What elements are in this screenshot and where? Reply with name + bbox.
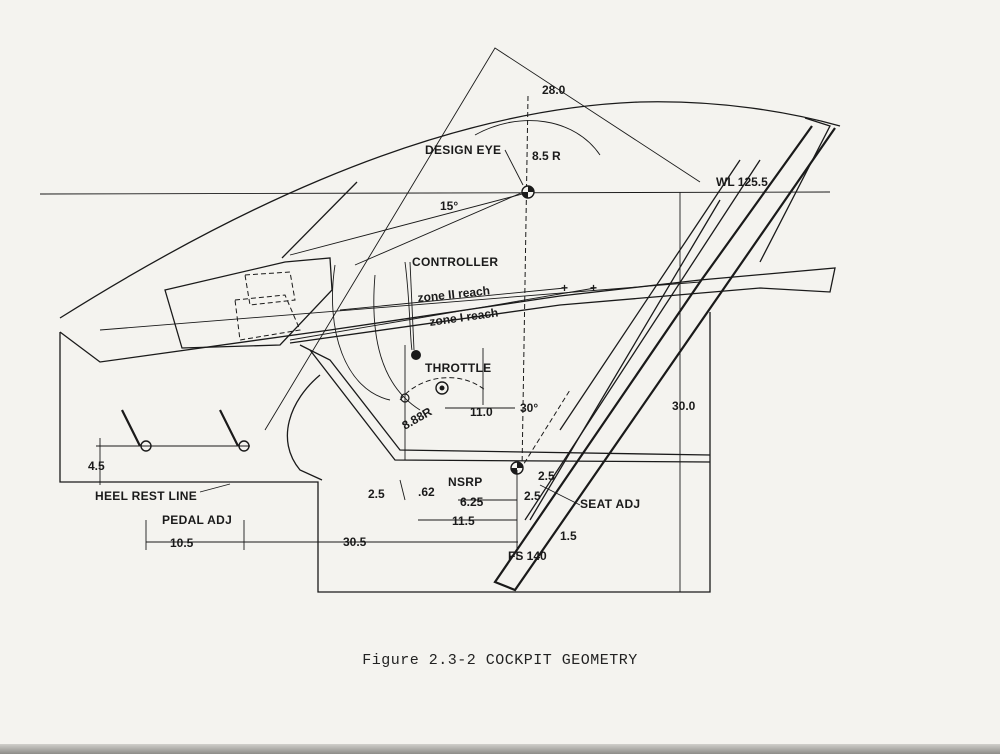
- dim-4-5: 4.5: [88, 459, 105, 473]
- dim-0-62: .62: [418, 485, 435, 499]
- dim-2-5-c: 2.5: [524, 489, 541, 503]
- eye-reference-line: [39, 191, 831, 195]
- eye-vertical: [521, 95, 529, 471]
- zone1-reach-line: [289, 287, 596, 341]
- throttle-knob-center: [439, 385, 445, 391]
- fuselage-diagonal-2: [559, 159, 741, 431]
- design-eye-point-fill: [522, 186, 534, 198]
- cockpit-sill: [59, 267, 836, 363]
- dim-11-5: 11.5: [452, 514, 475, 528]
- label-angle-30: 30°: [520, 401, 538, 415]
- label-nsrp: NSRP: [448, 475, 483, 489]
- seat-pan: [299, 344, 711, 456]
- reach-arc-inner: [404, 261, 413, 351]
- label-pedal-adj: PEDAL ADJ: [162, 513, 232, 527]
- zone1-plus: +: [590, 281, 597, 295]
- reach-arc-outer: [332, 264, 391, 401]
- dim-30-5: 30.5: [343, 535, 367, 549]
- figure-caption: Figure 2.3-2 COCKPIT GEOMETRY: [362, 652, 638, 669]
- label-angle-15: 15°: [440, 199, 458, 213]
- pedal-1: [121, 409, 141, 447]
- canopy-frame: [759, 117, 831, 263]
- cockpit-walls: [59, 312, 711, 593]
- heel-rest-leader: [199, 483, 231, 493]
- panel-dashed: [234, 294, 301, 341]
- seat-adj-leader: [539, 484, 581, 506]
- label-throttle: THROTTLE: [425, 361, 491, 375]
- controller-leader: [409, 261, 415, 351]
- pedal-2: [219, 409, 239, 447]
- seat-cushion: [286, 374, 323, 481]
- canopy-outline: [59, 101, 841, 319]
- instrument-panel: [164, 257, 333, 349]
- sill-line-2: [99, 281, 701, 331]
- label-fs: FS 140: [508, 549, 547, 563]
- label-zone1: zone I reach: [428, 305, 499, 329]
- dim-10-5: 10.5: [170, 536, 194, 550]
- zone2-plus: +: [561, 281, 568, 295]
- d25-dim: [399, 479, 406, 501]
- label-radius-eye: 8.5 R: [532, 149, 561, 163]
- dim-1-5: 1.5: [560, 529, 577, 543]
- zone2-reach-line: [339, 287, 566, 311]
- label-heel-rest: HEEL REST LINE: [95, 489, 197, 503]
- dim-2-5-a: 2.5: [368, 487, 385, 501]
- controller-grip: [411, 350, 421, 360]
- label-seat-adj: SEAT ADJ: [580, 497, 640, 511]
- label-wl: WL 125.5: [716, 175, 768, 189]
- dim-11: 11.0: [470, 405, 493, 419]
- dim-28: 28.0: [542, 83, 566, 97]
- dim-6-25: 6.25: [460, 495, 484, 509]
- seat-back: [529, 199, 721, 521]
- eye-arc: [474, 120, 601, 156]
- design-eye-arrow: [504, 149, 524, 186]
- page-edge: [0, 744, 1000, 754]
- throttle-arc: [399, 377, 486, 401]
- design-eye-leader: [354, 189, 529, 266]
- label-controller: CONTROLLER: [412, 255, 498, 269]
- fuselage-diagonal: [524, 159, 761, 521]
- dim-2-5-b: 2.5: [538, 469, 555, 483]
- label-design-eye: DESIGN EYE: [425, 143, 501, 157]
- glareshield: [281, 181, 358, 259]
- panel-dashed-2: [244, 271, 296, 306]
- nsrp-point-fill: [511, 462, 523, 474]
- reach-28-lines: [264, 47, 701, 431]
- reach-arc-mid: [373, 274, 421, 411]
- vision-15-line: [289, 191, 531, 256]
- windscreen-frame: [493, 125, 836, 592]
- dim-30: 30.0: [672, 399, 696, 413]
- seat-pan-2: [309, 349, 711, 463]
